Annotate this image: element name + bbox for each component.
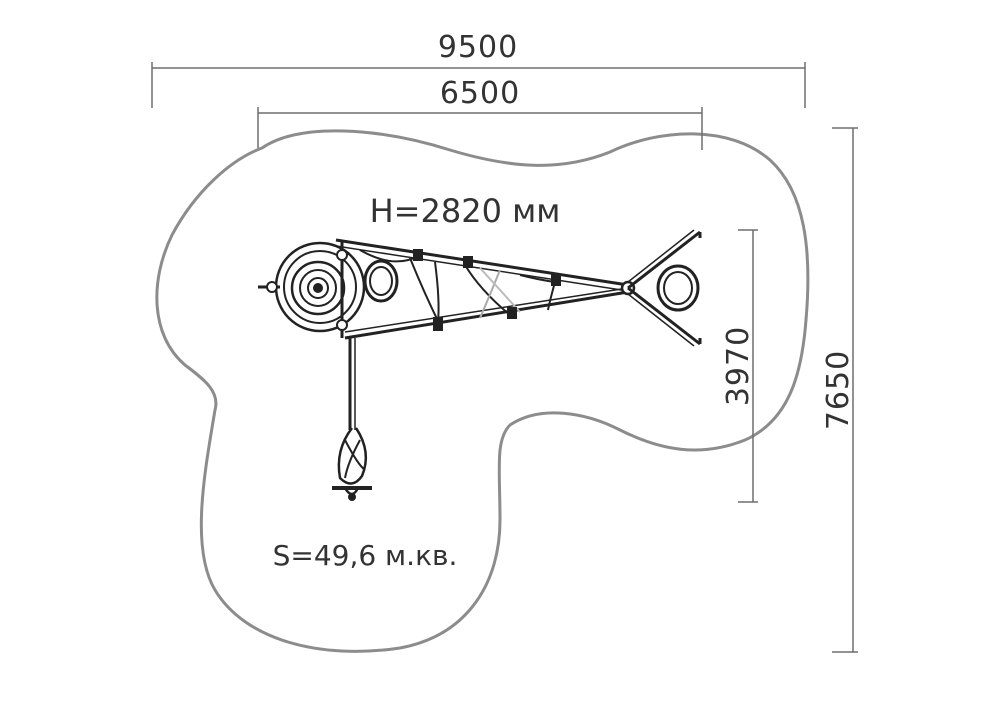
eye-ring: [363, 259, 399, 303]
equipment-structure: [258, 229, 702, 501]
dimension-inner-width-label: 6500: [440, 76, 520, 111]
dimension-total-height: [832, 127, 858, 653]
safety-zone-outline: [155, 129, 810, 653]
dimension-total-height-label: 7650: [821, 350, 856, 430]
dimension-inner-width: [257, 107, 703, 150]
tail-ring: [656, 264, 700, 312]
dimension-total-width-label: 9500: [438, 30, 518, 65]
rope-net: [359, 249, 561, 331]
area-label: S=49,6 м.кв.: [273, 539, 458, 572]
dimension-total-width: [151, 62, 806, 108]
dimension-equipment-depth-label: 3970: [721, 326, 756, 406]
dimension-equipment-depth: [738, 229, 758, 503]
head-wheel: [258, 241, 366, 333]
nest-swing: [332, 427, 372, 501]
height-label: H=2820 мм: [370, 192, 561, 230]
